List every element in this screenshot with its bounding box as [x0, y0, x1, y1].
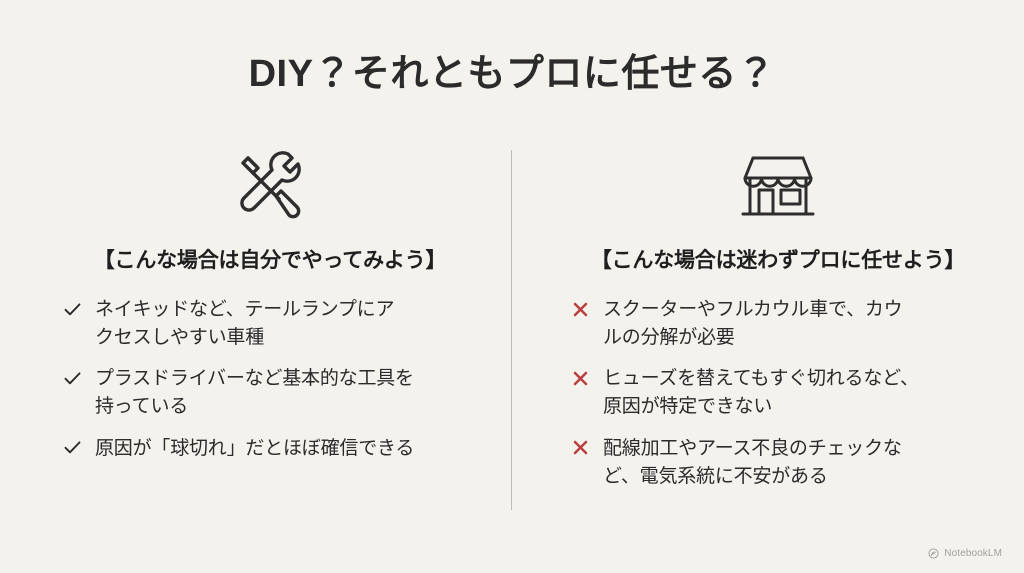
- column-heading-pro: 【こんな場合は迷わずプロに任せよう】: [590, 249, 966, 272]
- list-item-label: ヒューズを替えてもすぐ切れるなど、 原因が特定できない: [603, 368, 919, 418]
- list-item: プラスドライバーなど基本的な工具を 持っている: [62, 365, 478, 420]
- tools-icon: [226, 140, 314, 232]
- list-item: ネイキッドなど、テールランプにア クセスしやすい車種: [62, 296, 478, 351]
- list-item: 配線加工やアース不良のチェックな ど、電気系統に不安がある: [570, 435, 986, 490]
- page-title: DIY？それともプロに任せる？: [248, 53, 776, 95]
- cross-icon: [570, 296, 590, 322]
- check-icon: [62, 435, 82, 461]
- list-item-label: 原因が「球切れ」だとほぼ確信できる: [95, 437, 415, 459]
- column-pro: 【こんな場合は迷わずプロに任せよう】 スクーターやフルカウル車で、カウ ルの分解…: [512, 140, 1024, 520]
- check-icon: [62, 296, 82, 322]
- notebooklm-logo-icon: [928, 548, 939, 559]
- bullet-list-pro: スクーターやフルカウル車で、カウ ルの分解が必要 ヒューズを替えてもすぐ切れるな…: [570, 296, 986, 490]
- check-icon: [62, 365, 82, 391]
- columns-container: 【こんな場合は自分でやってみよう】 ネイキッドなど、テールランプにア クセスしや…: [0, 140, 1024, 520]
- list-item: スクーターやフルカウル車で、カウ ルの分解が必要: [570, 296, 986, 351]
- storefront-icon: [737, 140, 819, 232]
- list-item-label: ネイキッドなど、テールランプにア クセスしやすい車種: [95, 299, 395, 348]
- notebooklm-label: NotebookLM: [944, 548, 1002, 559]
- column-heading-diy: 【こんな場合は自分でやってみよう】: [93, 249, 447, 272]
- list-item-label: 配線加工やアース不良のチェックな ど、電気系統に不安がある: [603, 437, 902, 487]
- list-item-label: プラスドライバーなど基本的な工具を 持っている: [95, 368, 414, 418]
- list-item: ヒューズを替えてもすぐ切れるなど、 原因が特定できない: [570, 365, 986, 420]
- notebooklm-watermark: NotebookLM: [928, 548, 1002, 559]
- column-divider: [511, 150, 512, 510]
- column-diy: 【こんな場合は自分でやってみよう】 ネイキッドなど、テールランプにア クセスしや…: [0, 140, 512, 520]
- list-item: 原因が「球切れ」だとほぼ確信できる: [62, 435, 478, 463]
- list-item-label: スクーターやフルカウル車で、カウ ルの分解が必要: [603, 299, 903, 348]
- bullet-list-diy: ネイキッドなど、テールランプにア クセスしやすい車種 プラスドライバーなど基本的…: [62, 296, 478, 463]
- cross-icon: [570, 365, 590, 391]
- cross-icon: [570, 435, 590, 461]
